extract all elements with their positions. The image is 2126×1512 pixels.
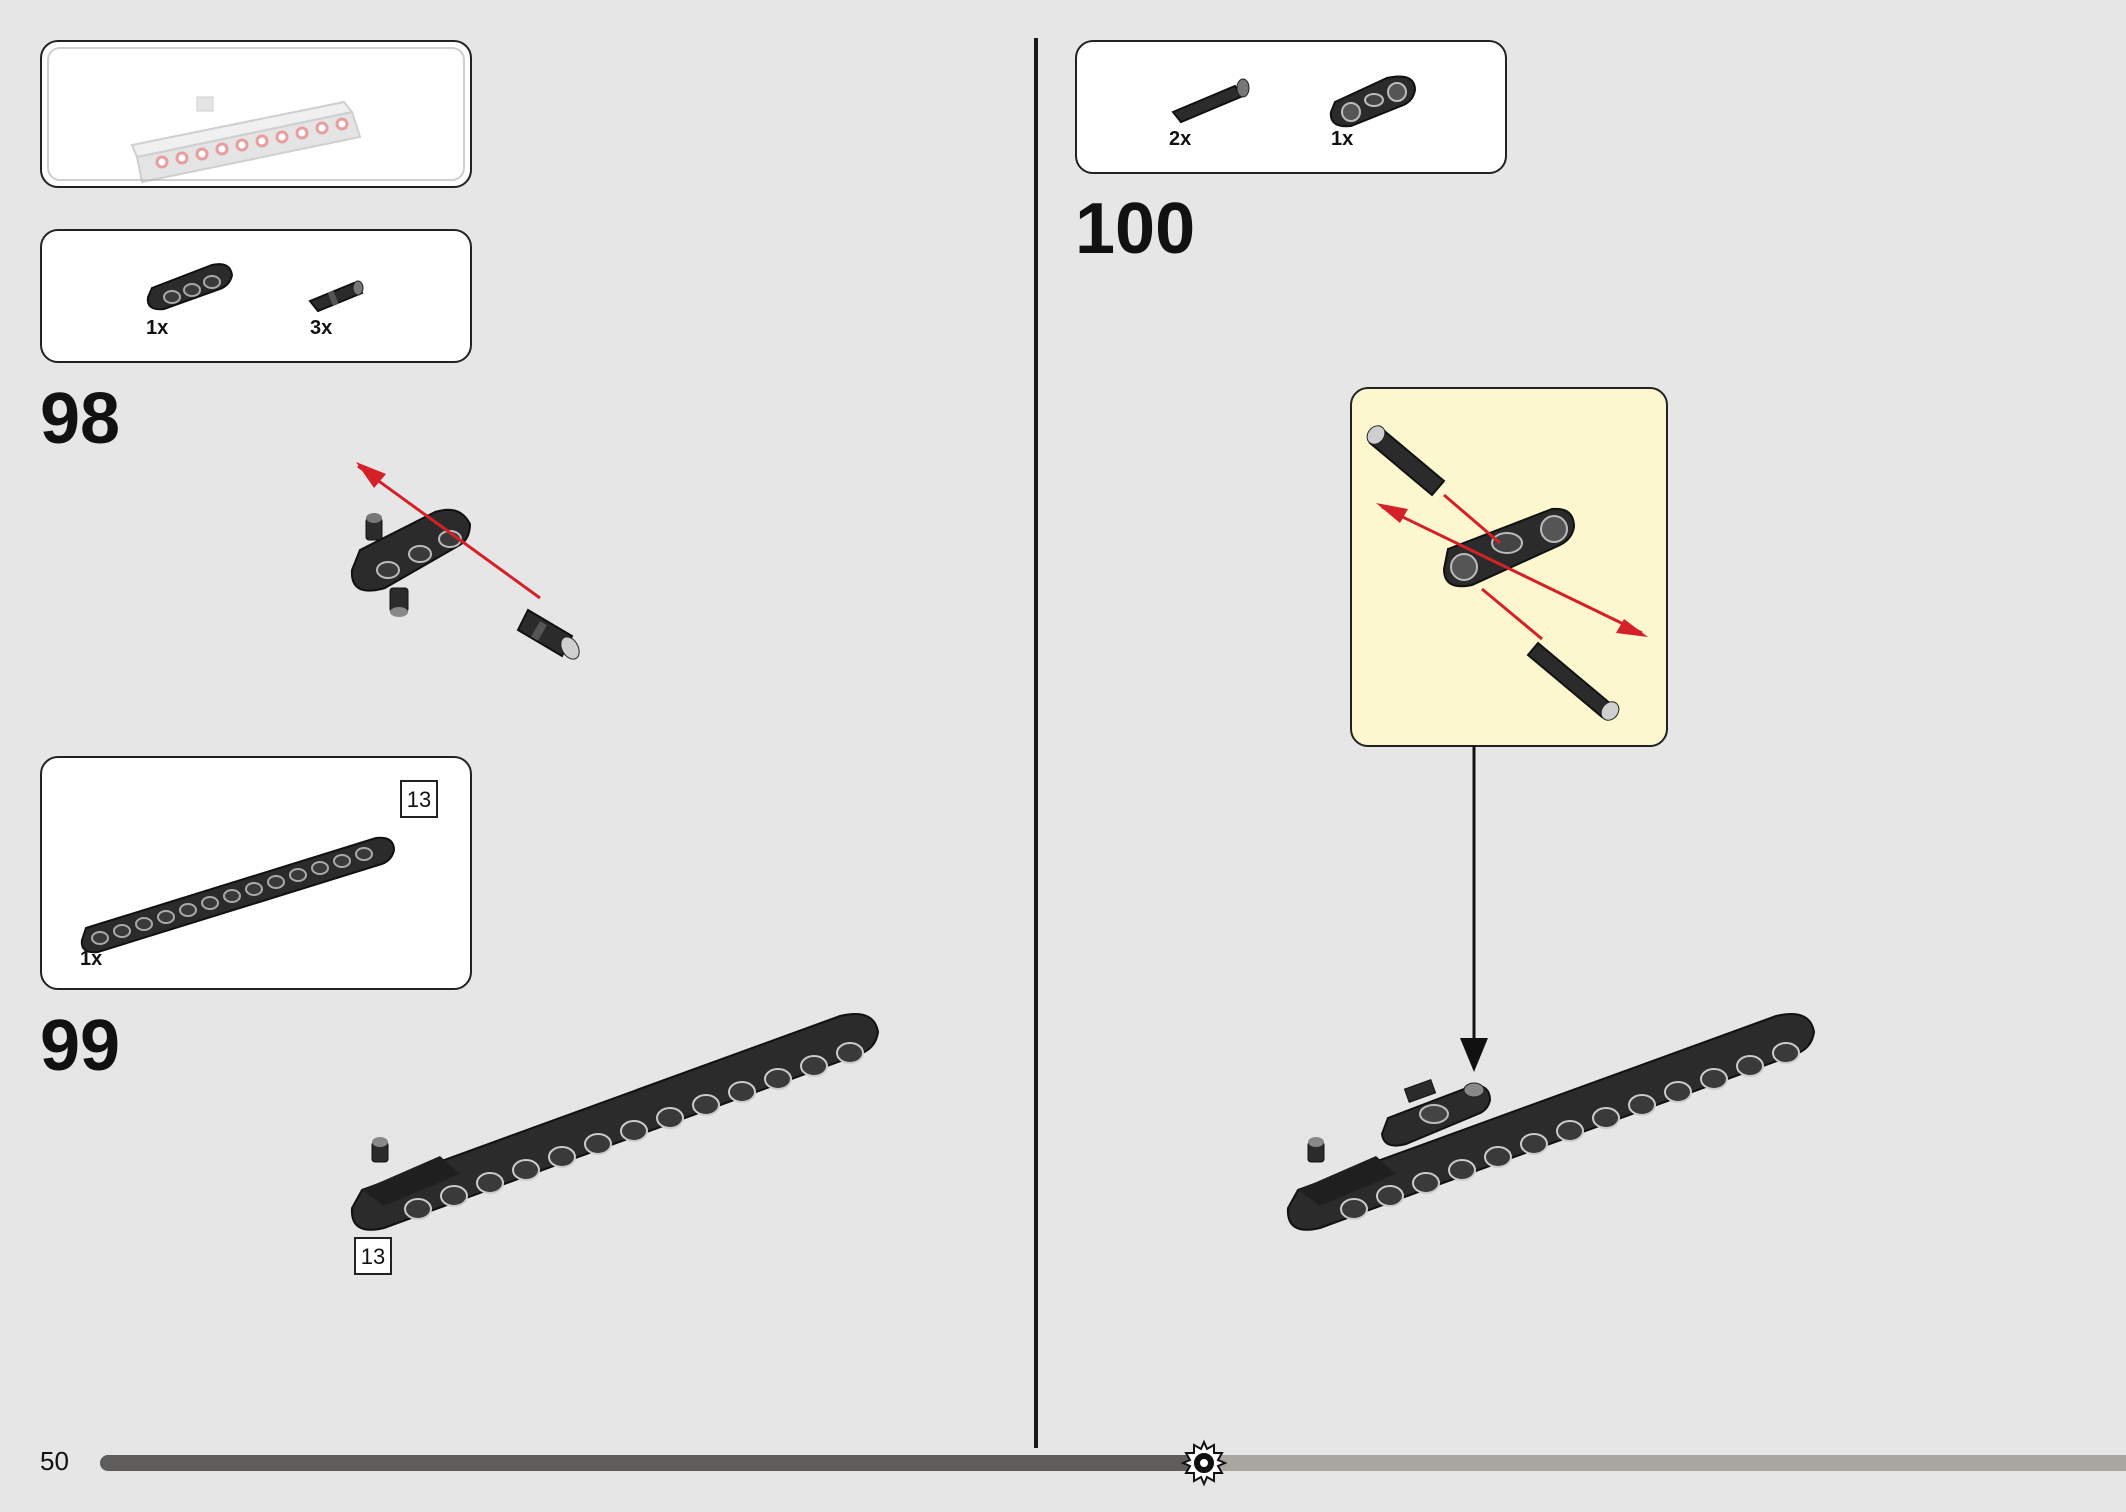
page-divider bbox=[1034, 38, 1038, 1448]
beam-3-icon bbox=[146, 263, 234, 311]
build-progress-fill bbox=[100, 1455, 1204, 1471]
step-100-illustration bbox=[1286, 1013, 1816, 1231]
preview-assembly-illustration bbox=[47, 47, 465, 184]
placement-arrow bbox=[1460, 746, 1488, 1072]
subassembly-callout bbox=[1350, 387, 1668, 747]
step-100-parts-list: 2x 1x bbox=[1075, 40, 1507, 174]
beam-13-icon bbox=[80, 836, 396, 954]
step-98-part-1-qty: 1x bbox=[146, 317, 169, 339]
step-98-number: 98 bbox=[40, 379, 121, 459]
step-100-part-1-qty: 2x bbox=[1169, 128, 1192, 150]
beam-length-callout-assembly: 13 bbox=[354, 1237, 392, 1275]
gear-icon bbox=[1180, 1439, 1228, 1487]
step-99-parts-list: 13 1x bbox=[40, 756, 472, 990]
axle-connector-icon bbox=[1329, 75, 1417, 128]
previous-model-preview bbox=[40, 40, 472, 188]
friction-pin-icon bbox=[308, 280, 364, 313]
step-98-parts-list: 1x 3x bbox=[40, 229, 472, 363]
step-100-part-2-qty: 1x bbox=[1331, 128, 1354, 150]
build-progress-bar bbox=[100, 1455, 2126, 1471]
page-number: 50 bbox=[40, 1446, 69, 1476]
step-99-illustration bbox=[350, 1013, 880, 1231]
step-99-number: 99 bbox=[40, 1006, 121, 1086]
step-98-illustration bbox=[350, 462, 580, 660]
step-98-part-2-qty: 3x bbox=[310, 317, 333, 339]
beam-length-callout: 13 bbox=[400, 780, 438, 818]
axle-pin-icon bbox=[1171, 78, 1250, 124]
step-100-number: 100 bbox=[1075, 189, 1196, 269]
step-99-part-1-qty: 1x bbox=[80, 948, 103, 970]
subassembly-illustration bbox=[1366, 425, 1648, 721]
